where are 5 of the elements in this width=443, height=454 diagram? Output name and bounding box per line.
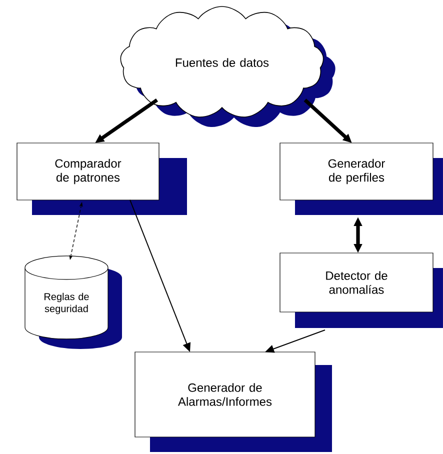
process-box: Comparador de patrones [16, 142, 187, 215]
process-box: Generador de perfiles [280, 142, 443, 215]
database-cylinder: Reglas de seguridad [24, 256, 122, 349]
process-box: Generador de Alarmas/Informes [134, 352, 332, 452]
process-box: Detector de anomalías [280, 252, 443, 328]
